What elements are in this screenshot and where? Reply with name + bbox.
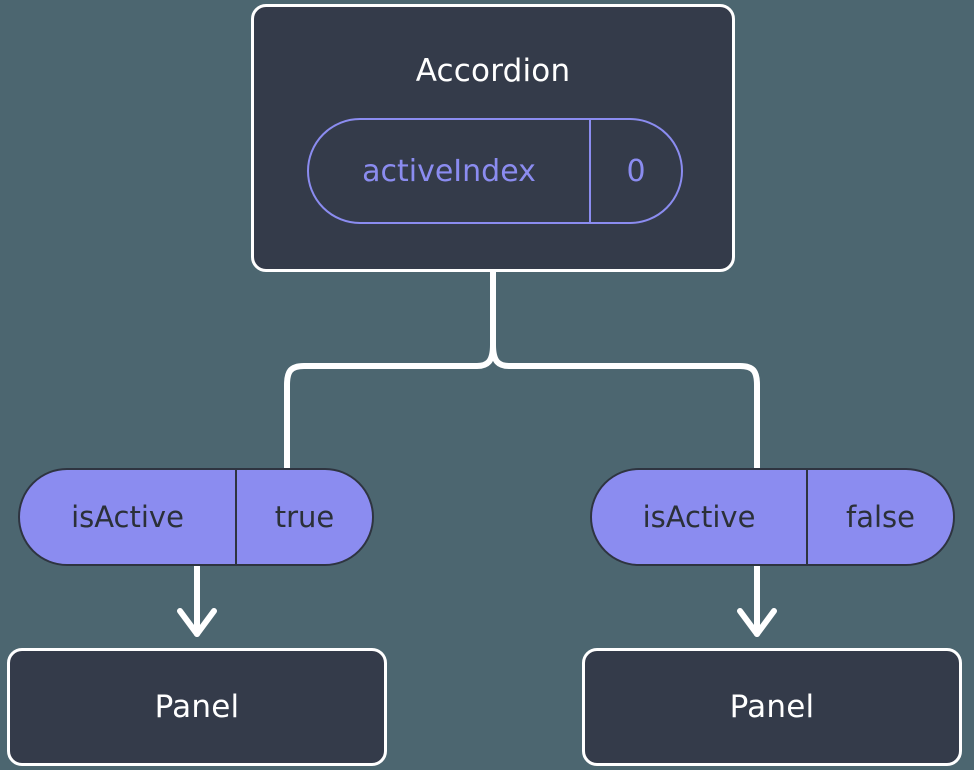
component-title-panel-left: Panel	[154, 689, 240, 725]
prop-pill-key-left: isActive	[71, 500, 184, 534]
component-title-accordion: Accordion	[415, 53, 571, 89]
wire-branch-left	[284, 342, 496, 473]
prop-pill-value-left: true	[235, 470, 372, 564]
arrow-head-left-icon	[177, 608, 217, 637]
state-pill-value: 0	[589, 120, 681, 222]
prop-pill-isactive-false[interactable]: isActive false	[590, 468, 955, 566]
component-node-panel-right[interactable]: Panel	[582, 648, 962, 766]
state-pill-activeindex[interactable]: activeIndex 0	[307, 118, 683, 224]
state-pill-key: activeIndex	[362, 153, 536, 189]
prop-pill-value-right: false	[806, 470, 953, 564]
wire-branch-right	[490, 342, 760, 473]
component-node-panel-left[interactable]: Panel	[7, 648, 387, 766]
component-title-panel-right: Panel	[729, 689, 815, 725]
prop-pill-isactive-true[interactable]: isActive true	[18, 468, 374, 566]
arrow-head-right-icon	[737, 608, 777, 637]
prop-pill-key-right: isActive	[642, 500, 756, 534]
